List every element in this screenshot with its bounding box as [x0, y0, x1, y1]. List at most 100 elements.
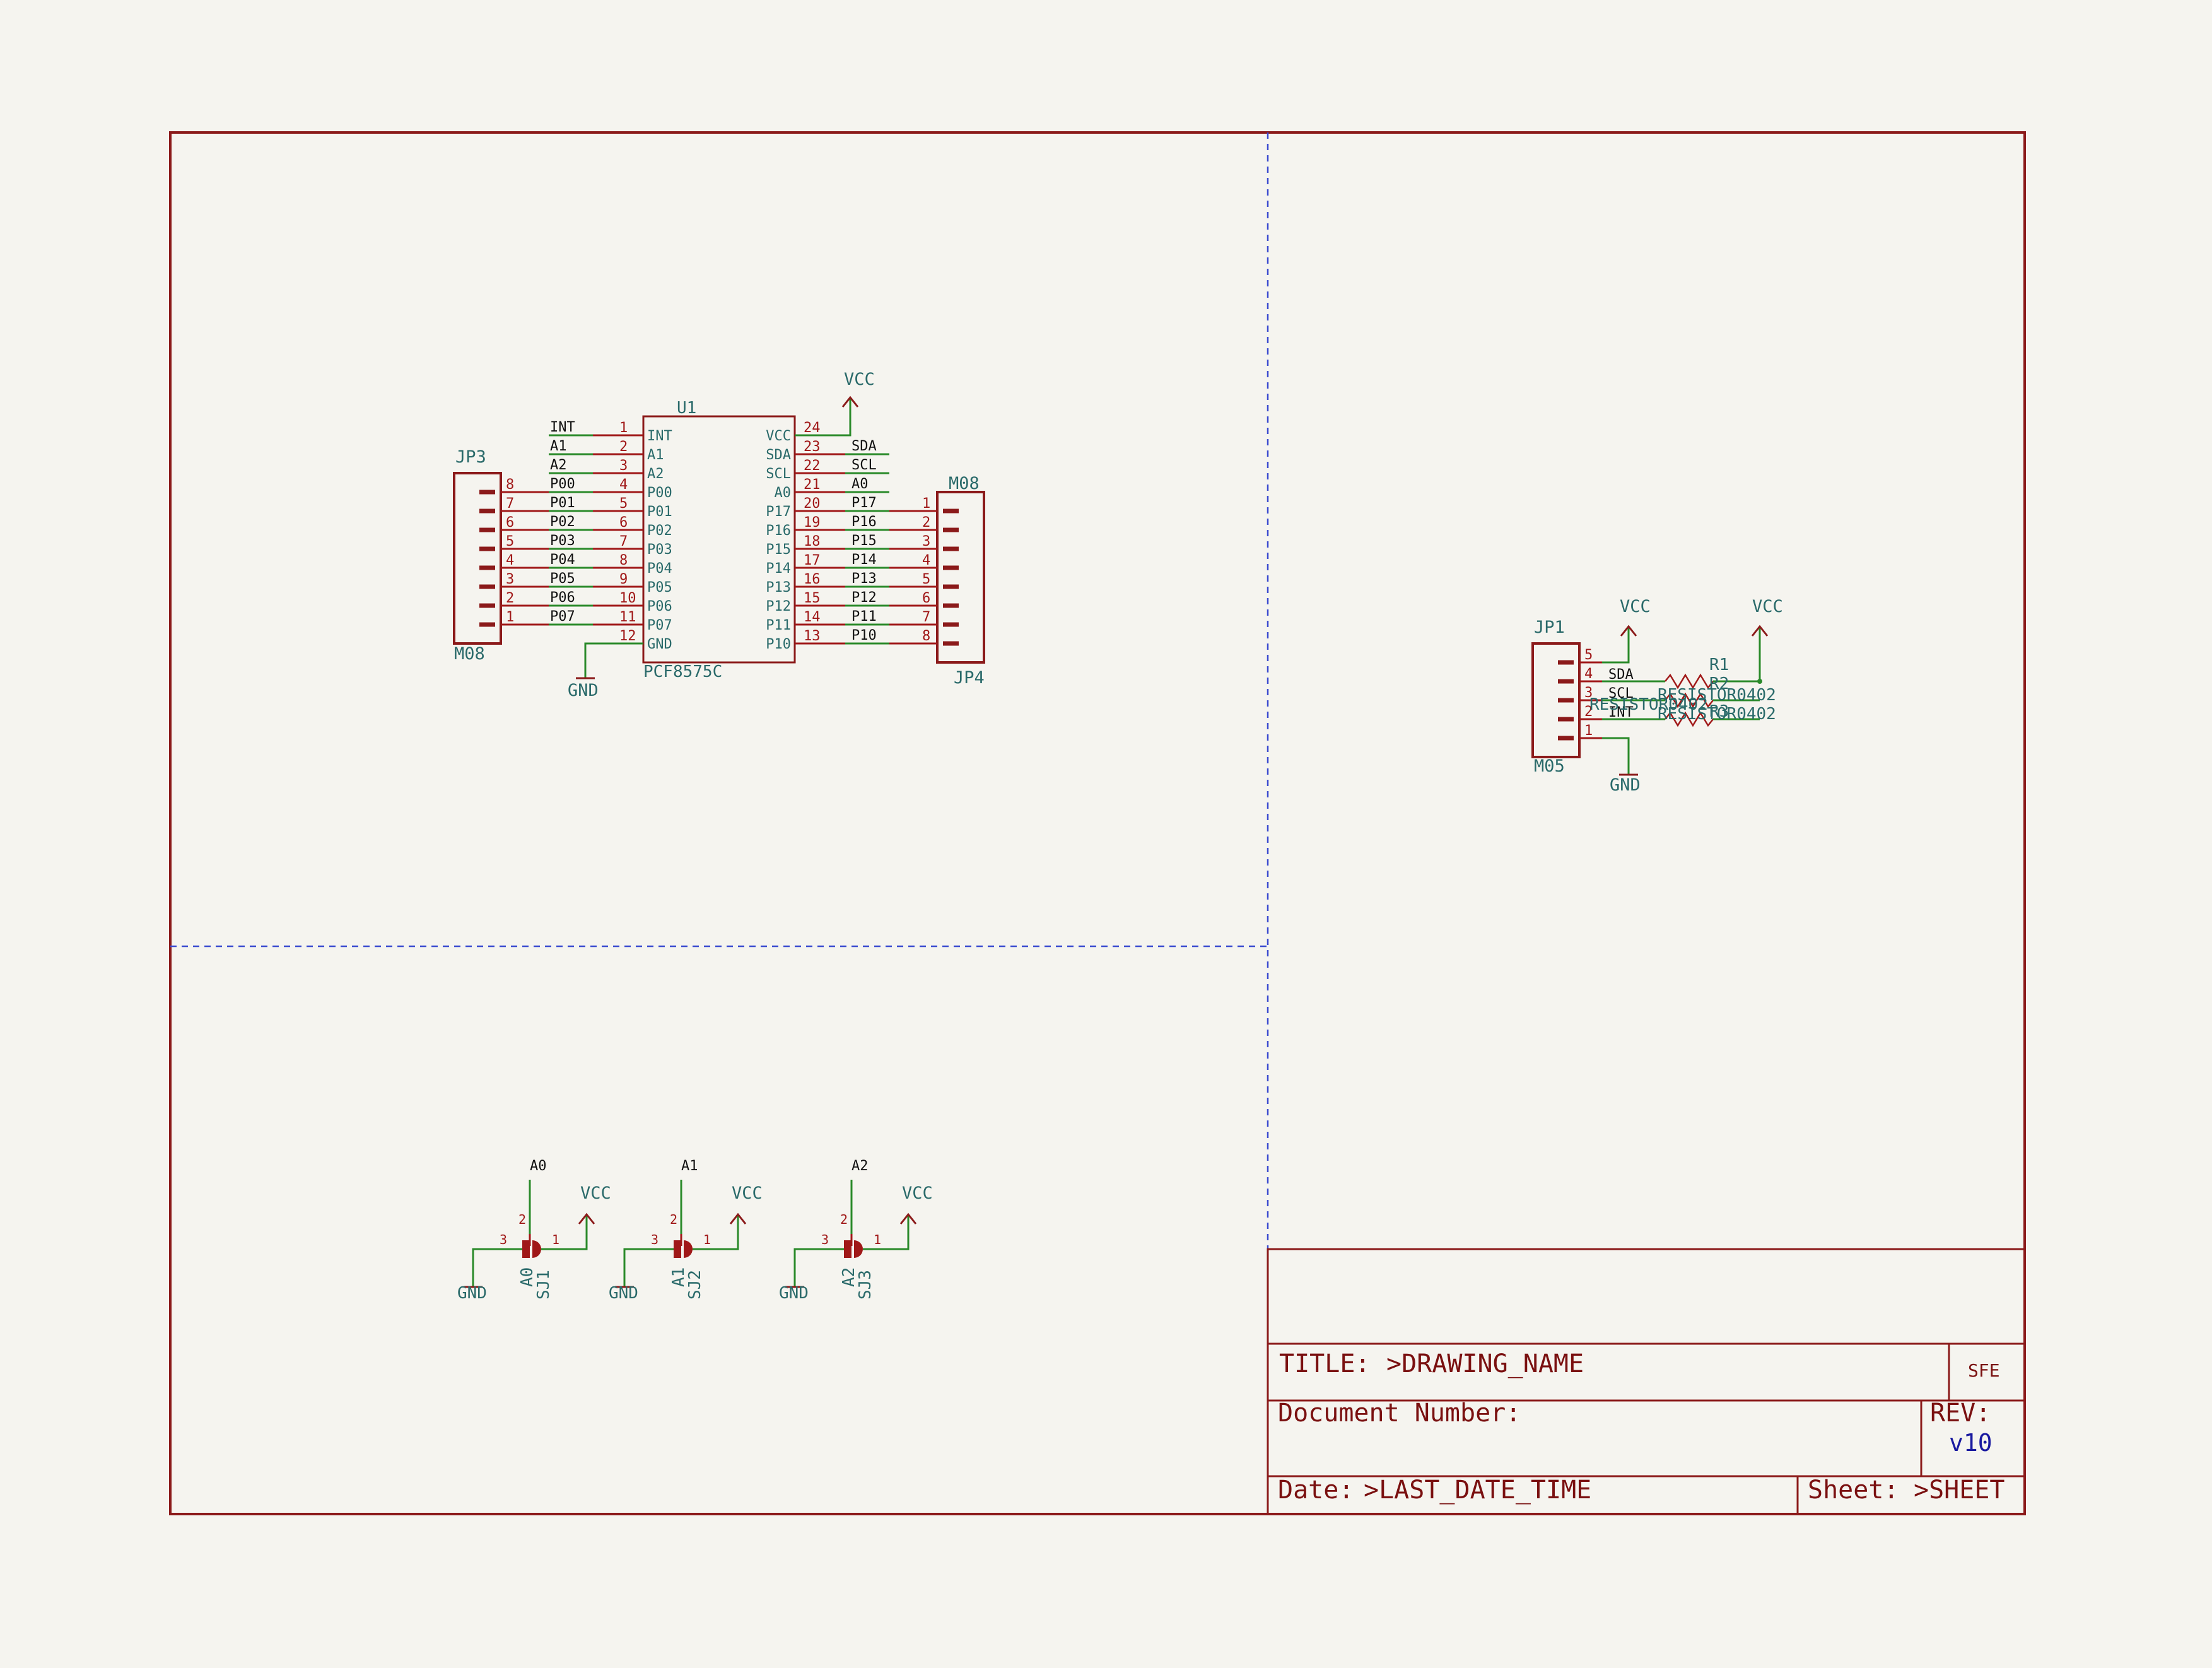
u1-gnd-label: GND [568, 681, 599, 700]
u1-pin-number: 17 [804, 553, 821, 568]
jp4-pin-number: 6 [922, 590, 930, 606]
u1-pin-number: 14 [804, 609, 821, 625]
jumper-ref: SJ3 [856, 1270, 875, 1300]
u1-pin-name: P04 [647, 561, 672, 577]
u1-pin-name: P02 [647, 523, 672, 539]
jp3-body [453, 472, 502, 645]
u1-pin-number: 15 [804, 590, 821, 606]
u1-net-label: P07 [550, 609, 575, 625]
jumper-vcc-wire [541, 1214, 588, 1250]
jumper-pad-left [844, 1240, 851, 1258]
jp1-gnd-symbol: GND [1602, 737, 1641, 795]
jp4-pin-number: 5 [922, 572, 930, 587]
r3-ref: R3 [1709, 702, 1729, 721]
jp1-value: M05 [1534, 756, 1565, 776]
jumper-vcc-arrow [899, 1213, 917, 1225]
u1-pin-name: P03 [647, 542, 672, 558]
u1-pin-number: 19 [804, 515, 821, 531]
jp1-pin-number: 2 [1584, 704, 1593, 720]
u1-pin-number: 6 [619, 515, 628, 531]
u1-gnd-symbol: GND [568, 642, 643, 700]
jumper-gnd-label: GND [779, 1284, 809, 1303]
r1-value: RESISTOR0402 [1658, 686, 1776, 705]
jumper-gnd-wire [793, 1248, 844, 1287]
u1-pin-name: P17 [766, 504, 791, 520]
u1-net-label: P15 [851, 533, 877, 549]
jp1-vcc-symbol: VCC [1602, 597, 1651, 664]
jp4-pin-number: 8 [922, 628, 930, 644]
title-label: TITLE: [1279, 1349, 1371, 1378]
sfe-logo: SFE [1968, 1360, 2000, 1381]
u1-pin-number: 22 [804, 458, 821, 474]
u1-pin-number: 16 [804, 572, 821, 587]
u1-net-label: P13 [851, 571, 877, 587]
u1-pin-number: 18 [804, 534, 821, 549]
jp1-pin-number: 1 [1584, 723, 1593, 739]
jumper-value: A0 [518, 1267, 537, 1287]
jumper-pin-number: 3 [500, 1232, 507, 1247]
u1-pin-name: P13 [766, 580, 791, 596]
jp1-ref: JP1 [1534, 618, 1565, 637]
u1-net-label: P11 [851, 609, 877, 625]
u1-pin-number: 4 [619, 477, 628, 493]
u1-pin-name: A0 [775, 485, 792, 501]
u1-net-label: P06 [550, 590, 575, 606]
jumper-gnd-wire [623, 1248, 674, 1287]
jumper-value: A2 [840, 1267, 858, 1287]
drawing-frame [169, 131, 2026, 1515]
jumper-pad-right [532, 1240, 541, 1258]
r1-ref: R1 [1709, 655, 1729, 674]
jumper-gnd-label: GND [609, 1284, 638, 1303]
u1-body [642, 415, 796, 664]
jp4-pin-number: 7 [922, 609, 930, 625]
r3-value: RESISTOR0402 [1658, 705, 1776, 724]
u1-pin-number: 10 [619, 590, 636, 606]
jp3-pin-number: 7 [506, 496, 514, 512]
u1-vcc-symbol: VCC [795, 370, 875, 437]
jumper-net-label: A1 [681, 1158, 698, 1174]
jumper-net-label: A2 [851, 1158, 869, 1174]
jumper-gnd-label: GND [457, 1284, 487, 1303]
jp4-ref: JP4 [954, 668, 985, 688]
jumper-gnd-wire [472, 1248, 522, 1287]
jp1-pin-number: 5 [1584, 647, 1593, 663]
u1-pin-number: 24 [804, 420, 821, 436]
u1-pin-number: 9 [619, 572, 628, 587]
u1-value: PCF8575C [643, 662, 722, 681]
u1-ref: U1 [677, 399, 696, 418]
jp3-value: M08 [454, 644, 485, 664]
u1-net-label: SCL [851, 457, 877, 473]
u1-component[interactable]: U1 PCF8575C INT1INTA12A1A23A2P004P00P015… [549, 399, 889, 681]
u1-net-label: P02 [550, 514, 575, 530]
jumper-vcc-label: VCC [580, 1183, 611, 1203]
u1-net-label: A2 [550, 457, 567, 473]
u1-pin-number: 5 [619, 496, 628, 512]
u1-net-label: P17 [851, 495, 877, 511]
jumper-pin-number: 1 [874, 1232, 881, 1247]
jp1-pin-number: 3 [1584, 685, 1593, 701]
jumper-vcc-arrow [729, 1213, 747, 1225]
pullup-vcc-label: VCC [1752, 597, 1783, 616]
u1-net-label: INT [550, 420, 575, 435]
jp4-pin-number: 3 [922, 534, 930, 549]
date-value: >LAST_DATE_TIME [1364, 1476, 1591, 1505]
jumper-vcc-label: VCC [732, 1183, 763, 1203]
u1-pin-name: P16 [766, 523, 791, 539]
jumper-pad-right [684, 1240, 693, 1258]
u1-pin-number: 20 [804, 496, 821, 512]
pullup-resistors[interactable]: R1 R2 RESISTOR0402 R3 RESISTOR0402 RESIS… [1589, 655, 1776, 727]
u1-net-label: P14 [851, 552, 877, 568]
u1-pin-number: 2 [619, 439, 628, 455]
jp3-pin-number: 5 [506, 534, 514, 549]
u1-pin-number: 3 [619, 458, 628, 474]
u1-pin-name: GND [647, 637, 672, 652]
jp4-value: M08 [949, 474, 980, 493]
